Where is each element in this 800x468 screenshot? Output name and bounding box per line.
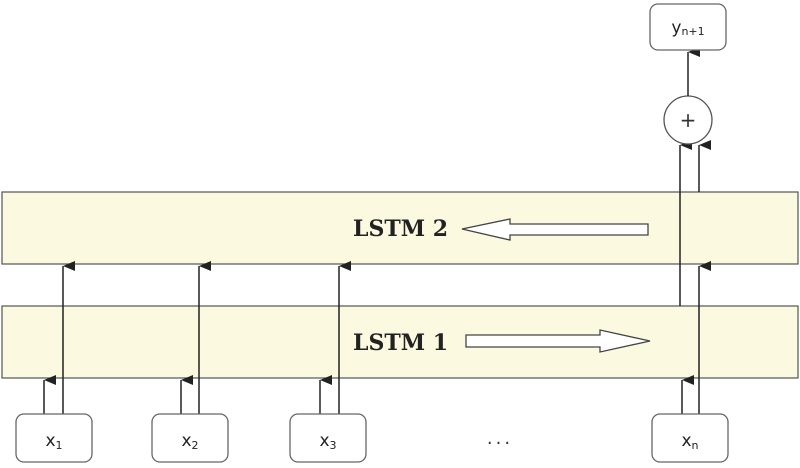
- lstm1-layer: [1, 305, 799, 379]
- input-to-lstm1-arrows: [43, 375, 694, 414]
- input-label-2: x2: [181, 431, 198, 452]
- lstm2-layer: [1, 191, 799, 265]
- input-label-1: x1: [45, 431, 62, 452]
- input-node-2: [151, 413, 229, 463]
- input-node-1: [15, 413, 93, 463]
- input-label-3: x3: [319, 431, 336, 452]
- input-node-3: [289, 413, 367, 463]
- input-to-lstm2-arrows: [62, 261, 711, 414]
- lstm2-left-arrow-icon: [461, 218, 649, 241]
- input-node-n: [651, 413, 729, 463]
- lstm1-right-arrow-icon: [465, 329, 651, 353]
- lstm1-label: LSTM 1: [353, 330, 448, 356]
- lstm2-label: LSTM 2: [353, 216, 448, 242]
- combine-plus-icon: +: [680, 108, 697, 132]
- output-node: [649, 3, 727, 51]
- output-label: yn+1: [671, 18, 704, 38]
- input-label-n: xn: [681, 431, 698, 452]
- layers-to-combine-arrows: [679, 140, 711, 306]
- ellipsis: ...: [487, 428, 513, 449]
